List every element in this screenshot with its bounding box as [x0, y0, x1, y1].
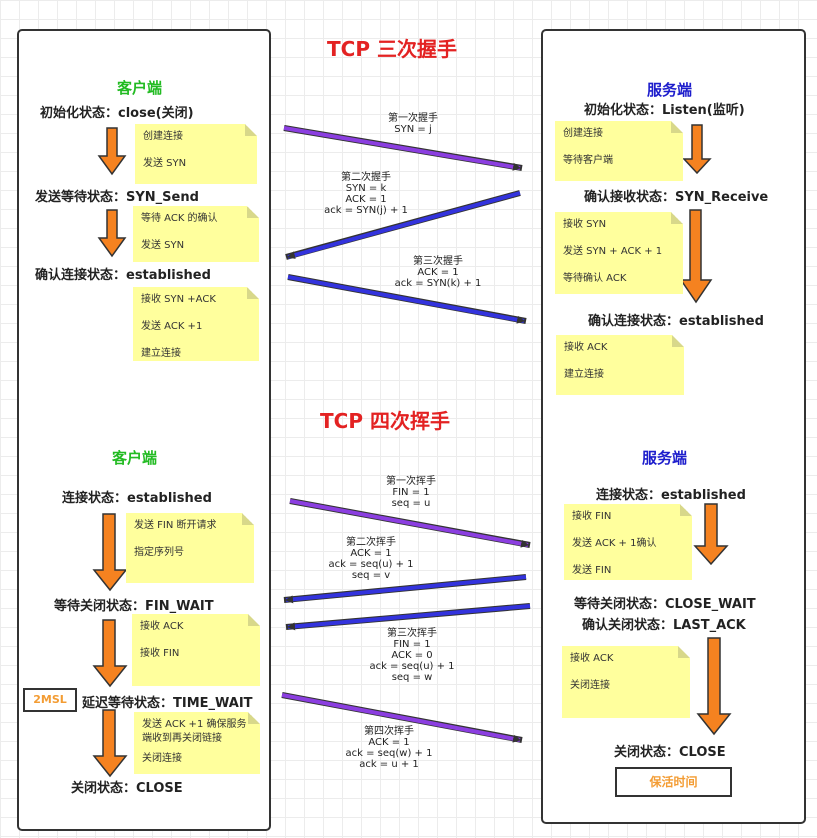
handshake-client-label: 客户端 — [117, 79, 163, 97]
handshake-client-state-2: 确认连接状态：established — [35, 268, 211, 283]
wave-client-label: 客户端 — [112, 449, 158, 467]
handshake-title: TCP 三次握手 — [327, 37, 457, 61]
wave-client-state-2: 延迟等待状态：TIME_WAIT — [82, 696, 253, 711]
wave-server-label: 服务端 — [642, 449, 688, 467]
wave-server-state-1: 等待关闭状态：CLOSE_WAIT — [574, 597, 756, 612]
msg-arrow-ack2-fill — [285, 575, 527, 604]
msg-arrow-syn2-fill — [287, 191, 521, 259]
wave-client-state-0: 连接状态：established — [62, 491, 212, 506]
wave-server-state-2: 确认关闭状态：LAST_ACK — [582, 618, 746, 633]
state-arrow-c2 — [97, 209, 127, 258]
handshake-server-label: 服务端 — [647, 81, 693, 99]
state-arrow-c1 — [97, 127, 127, 176]
state-arrow-s2 — [679, 209, 713, 304]
keepalive-box: 保活时间 — [615, 767, 732, 797]
state-arrow-s3 — [693, 503, 729, 566]
handshake-client-note-1: 等待 ACK 的确认发送 SYN — [133, 206, 259, 262]
handshake-client-state-0: 初始化状态：close(关闭) — [40, 106, 194, 121]
msg-arrow-fin3-fill — [287, 604, 531, 631]
state-arrow-c5 — [92, 709, 128, 778]
handshake-client-note-0: 创建连接发送 SYN — [135, 124, 257, 184]
wave-title: TCP 四次挥手 — [320, 409, 450, 433]
handshake-server-note-0: 创建连接等待客户端 — [555, 121, 683, 181]
wave-client-note-0: 发送 FIN 断开请求指定序列号 — [126, 513, 254, 583]
msg-arrow-ack3-fill — [287, 275, 525, 324]
timer-2msl-box: 2MSL — [23, 688, 77, 712]
state-arrows — [92, 124, 732, 778]
handshake-client-state-1: 发送等待状态：SYN_Send — [35, 190, 199, 205]
state-arrow-s4 — [696, 637, 732, 736]
handshake-server-state-1: 确认接收状态：SYN_Receive — [584, 190, 769, 205]
wave-client-state-3: 关闭状态：CLOSE — [71, 781, 183, 796]
msg-arrow-syn1-fill — [283, 126, 521, 171]
wave-server-state-0: 连接状态：established — [596, 488, 746, 503]
wave-server-state-3: 关闭状态：CLOSE — [614, 745, 726, 760]
msg-arrow-ack4-fill — [281, 693, 521, 743]
msg-arrow-fin1-fill — [289, 499, 529, 548]
state-arrow-c3 — [92, 513, 128, 592]
state-arrow-c4 — [92, 619, 128, 688]
state-arrow-s1 — [682, 124, 712, 175]
wave-client-state-1: 等待关闭状态：FIN_WAIT — [54, 599, 214, 614]
handshake-server-state-2: 确认连接状态：established — [588, 314, 764, 329]
wave-client-note-2: 发送 ACK +1 确保服务端收到再关闭链接关闭连接 — [134, 712, 260, 774]
handshake-server-state-0: 初始化状态：Listen(监听) — [584, 103, 745, 118]
